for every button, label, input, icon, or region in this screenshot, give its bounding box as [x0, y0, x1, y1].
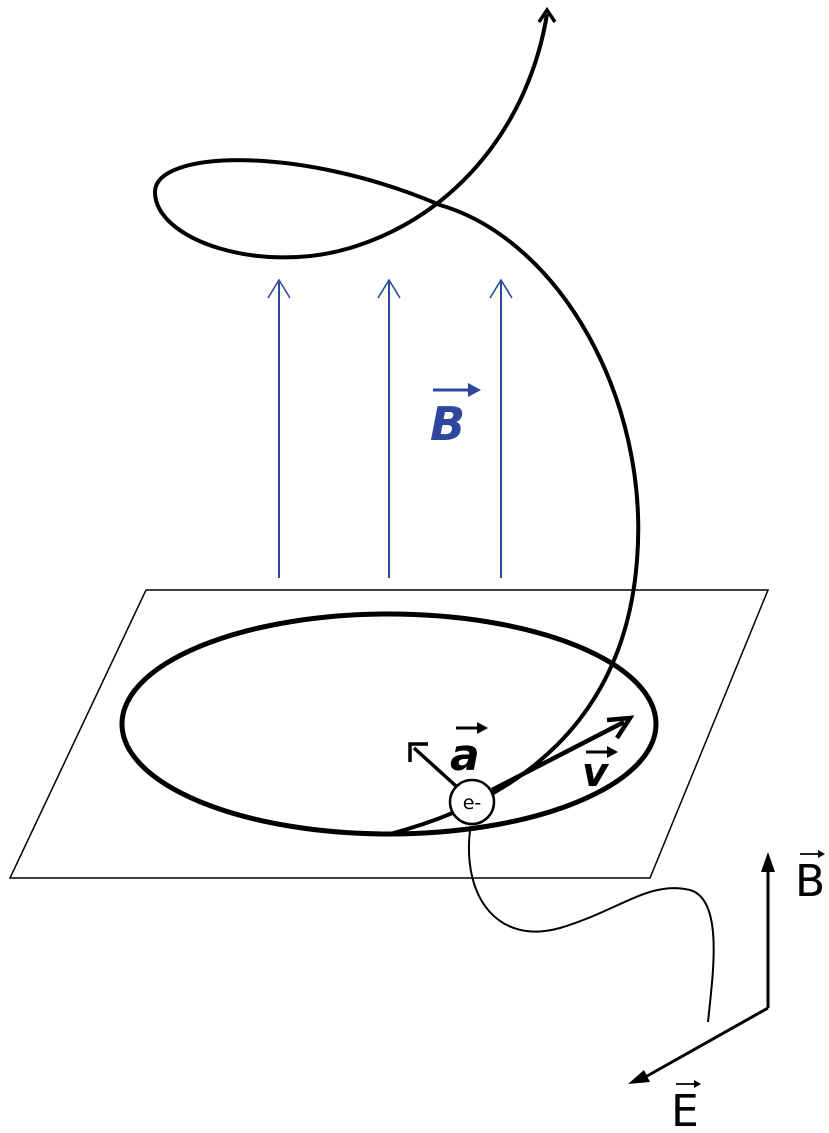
axis-b-label: B [795, 856, 825, 907]
axis-e-label: E [671, 1086, 699, 1133]
field-line-arrowhead [267, 278, 291, 299]
field-line-arrowhead [489, 278, 513, 299]
field-label: B [430, 383, 481, 451]
axis-e-arrowhead [628, 1070, 650, 1084]
velocity-label-arrowhead [607, 746, 618, 758]
field-lines [267, 278, 513, 578]
acceleration-vector [408, 742, 458, 788]
velocity-arrowhead [606, 715, 635, 740]
electron: e- [448, 778, 496, 826]
trajectory-arrowhead [537, 6, 557, 23]
axis-e-label-arrowhead [694, 1080, 701, 1088]
acceleration-arrowhead [408, 742, 428, 762]
velocity-label-text: v [582, 750, 610, 796]
plane [8, 589, 770, 879]
electron-label: e- [463, 792, 482, 814]
accel-label: a [450, 722, 488, 781]
field-label-arrowhead [468, 383, 481, 397]
velocity-arrow [490, 719, 626, 793]
accel-label-text: a [450, 730, 480, 781]
velocity-vector [490, 715, 635, 793]
field-line-arrowhead [377, 278, 401, 299]
axis-e-line [639, 1006, 769, 1082]
axis-b-arrowhead [761, 852, 775, 872]
incoming-path [467, 829, 715, 1023]
orbit-ellipse [119, 611, 659, 837]
electron-circle [448, 778, 496, 826]
field-label-text: B [430, 397, 465, 451]
trajectory-helix [152, 13, 641, 836]
accel-label-arrowhead [477, 722, 488, 734]
axes-triad: B E [628, 850, 825, 1133]
acceleration-arrow [412, 746, 458, 788]
axis-b-label-arrowhead [818, 850, 825, 858]
velocity-label: v [582, 746, 618, 796]
